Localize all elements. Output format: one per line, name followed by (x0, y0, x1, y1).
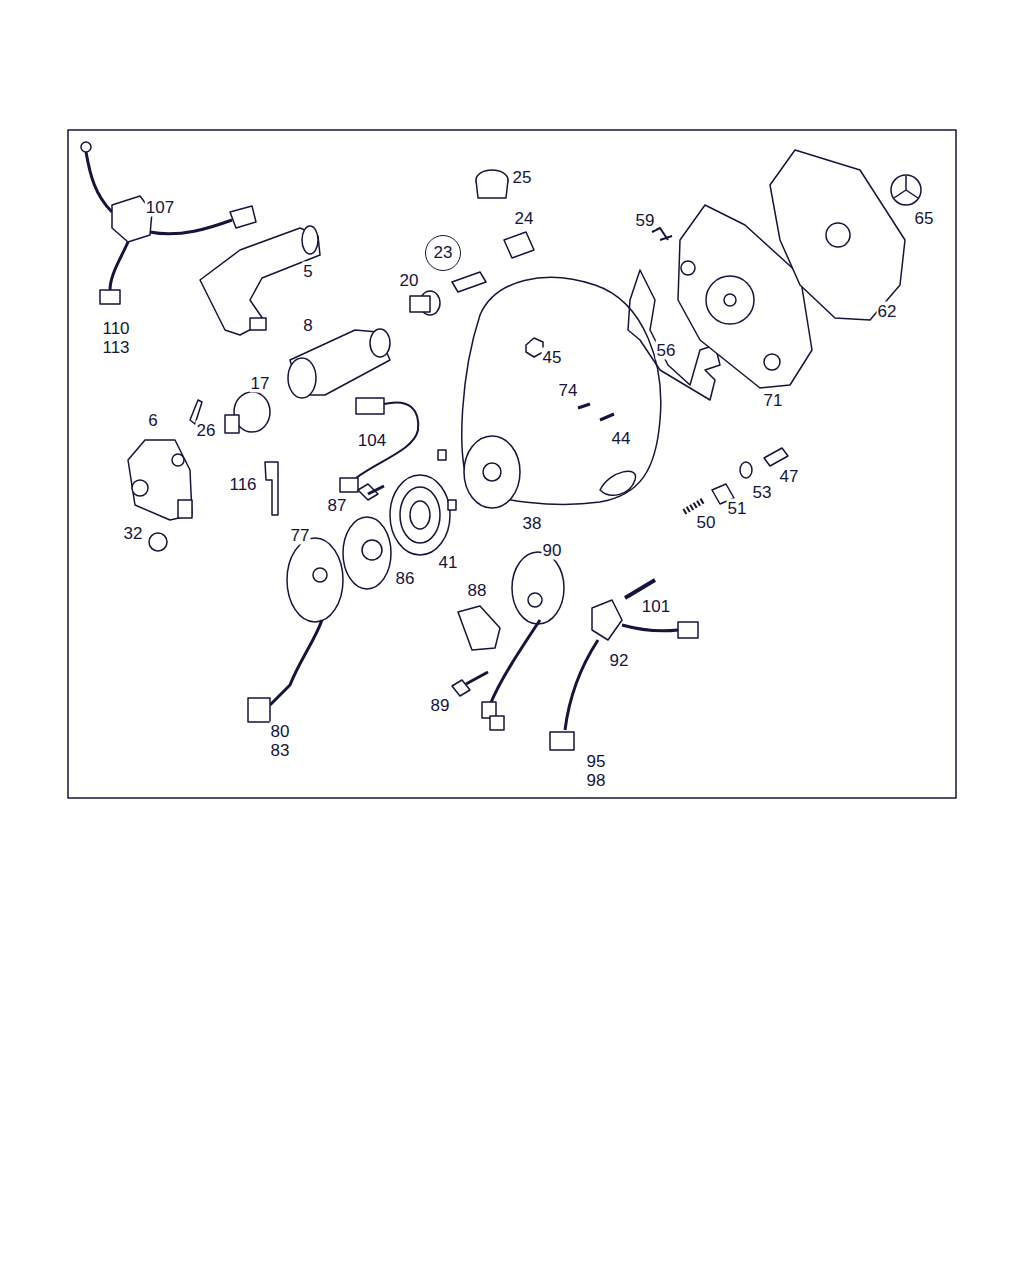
callout-number: 56 (656, 341, 677, 360)
callout-number: 20 (399, 271, 420, 290)
star-emblem (891, 175, 921, 205)
callout-number: 8 (302, 316, 313, 335)
callout-number: 92 (609, 651, 630, 670)
steering-wheel (462, 277, 661, 508)
callout-circle: 23 (425, 235, 461, 271)
callout-number: 59 (635, 211, 656, 230)
callout-number: 107 (145, 198, 175, 217)
callout-number: 71 (763, 391, 784, 410)
callout-number: 87 (327, 496, 348, 515)
callout-number: 44 (611, 429, 632, 448)
callout-number: 51 (727, 499, 748, 518)
callout-number: 47 (779, 467, 800, 486)
callout-number: 17 (250, 374, 271, 393)
callout-number: 89 (430, 696, 451, 715)
callout-number: 74 (558, 381, 579, 400)
callout-number: 104 (357, 431, 387, 450)
callout-number: 24 (514, 209, 535, 228)
callout-number: 41 (438, 553, 459, 572)
screw (358, 484, 384, 500)
clip (265, 462, 278, 515)
callout-number: 26 (196, 421, 217, 440)
callout-number: 65 (914, 209, 935, 228)
steering-cover (770, 150, 905, 320)
callout-number: 45 (542, 348, 563, 367)
callout-number: 116 (228, 475, 257, 494)
callout-number: 110 (101, 319, 130, 338)
callout-number: 5 (302, 262, 313, 281)
callout-number: 25 (512, 168, 533, 187)
callout-number: 101 (641, 597, 671, 616)
lock-cylinder (225, 392, 270, 433)
callout-number: 32 (123, 524, 144, 543)
callout-number: 23 (434, 243, 453, 263)
switch-cylinder (200, 226, 320, 335)
callout-number: 50 (696, 513, 717, 532)
callout-number: 6 (147, 411, 158, 430)
callout-number: 80 (270, 722, 291, 741)
callout-number: 77 (290, 526, 311, 545)
callout-number: 90 (542, 541, 563, 560)
contact-rings (248, 450, 456, 722)
callout-number: 98 (586, 771, 607, 790)
nut (149, 533, 167, 551)
sensor (452, 606, 500, 696)
callout-number: 62 (877, 302, 898, 321)
callout-number: 86 (395, 569, 416, 588)
callout-number: 83 (270, 741, 291, 760)
callout-number: 53 (752, 483, 773, 502)
connector-cable (340, 398, 418, 492)
callout-number: 113 (101, 338, 130, 357)
callout-number: 38 (522, 514, 543, 533)
combination-switch (550, 580, 698, 750)
callout-number: 95 (586, 752, 607, 771)
frame (68, 130, 956, 798)
ignition-lock (288, 329, 390, 398)
lock-housing (128, 440, 192, 520)
callout-number: 88 (467, 581, 488, 600)
